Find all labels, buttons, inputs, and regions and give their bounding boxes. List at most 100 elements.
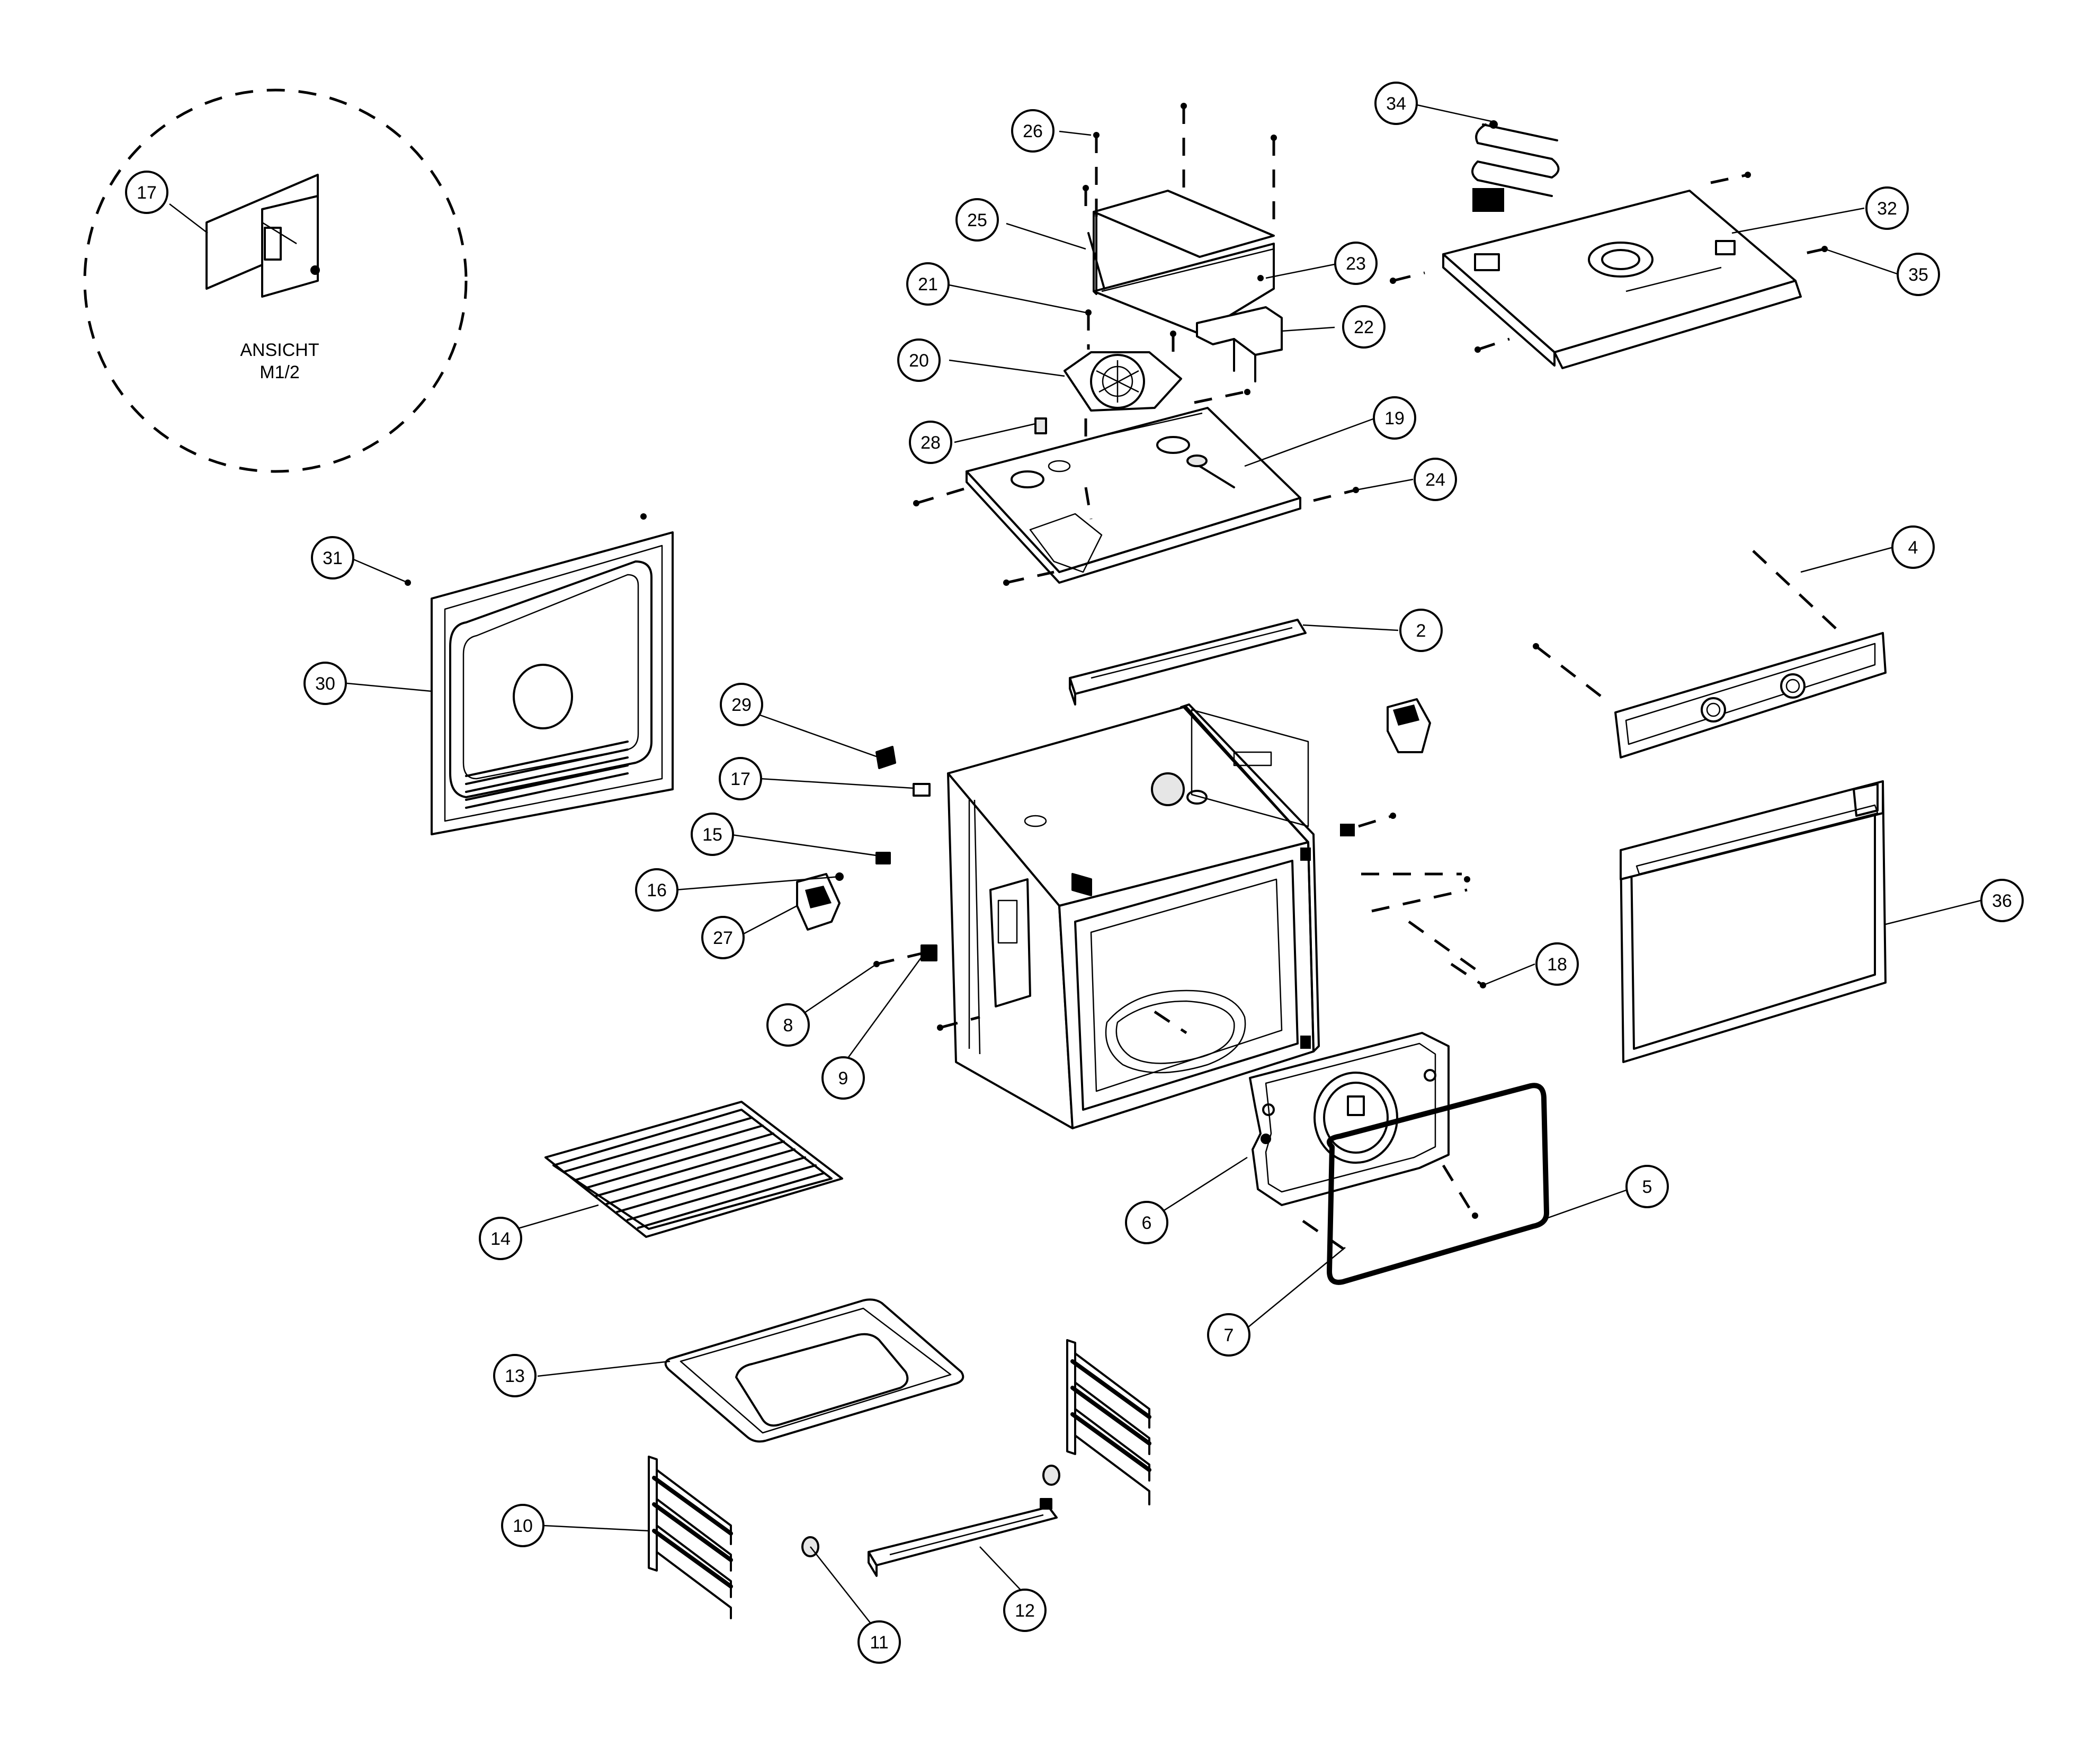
callout-number: 20 [909,351,929,371]
detail-callout-17: 17 [125,171,168,214]
callout-number: 24 [1425,470,1445,490]
callout-number: 5 [1642,1177,1652,1197]
callout-layer: 3426322535232122201928243142302917151636… [303,82,2024,1664]
callout-bubble [897,338,941,382]
leader-line [169,203,208,234]
callout-bubble [1125,1201,1168,1244]
callout-bubble [1003,1589,1047,1632]
callout-14: 14 [479,1217,522,1260]
side-small-parts [796,746,980,1031]
right-side-rack [1066,1339,1151,1505]
control-panel [1533,550,1887,759]
callout-number: 15 [702,825,722,845]
callout-29: 29 [720,683,763,726]
callout-bubble [1897,253,1940,296]
callout-31: 31 [311,536,354,579]
callout-bubble [501,1504,544,1547]
callout-number: 25 [967,210,987,230]
callout-15: 15 [691,813,734,856]
callout-number: 30 [315,674,335,694]
oven-cavity [947,703,1320,1129]
callout-bubble [1373,396,1416,440]
callout-number: 17 [137,183,157,203]
detail-view-circle [83,88,468,473]
view-label-line1: ANSICHT [240,340,319,360]
detail-view: ANSICHT M1/2 [83,88,468,473]
callout-bubble [1535,942,1579,986]
callout-bubble [1334,242,1378,285]
callout-2: 2 [1399,609,1443,652]
callout-number: 7 [1224,1325,1234,1345]
callout-34: 34 [1374,82,1418,125]
baking-tray [664,1298,964,1443]
callout-number: 13 [505,1366,525,1386]
top-heater-plate [1442,190,1802,369]
callout-32: 32 [1865,186,1909,230]
callout-bubble [1891,525,1935,569]
callout-number: 16 [647,880,667,900]
right-side-screws [1340,813,1486,988]
callout-bubble [821,1056,865,1100]
callout-bubble [303,662,347,705]
shield-bracket [1196,306,1283,382]
callout-19: 19 [1373,396,1416,440]
callout-number: 17 [730,769,750,789]
callout-30: 30 [303,662,347,705]
callout-7: 7 [1207,1313,1250,1357]
callout-bubble [311,536,354,579]
fan-assembly-screws [913,103,1359,586]
callout-bubble [1011,109,1055,153]
callout-4: 4 [1891,525,1935,569]
view-label-line2: M1/2 [260,362,300,382]
callout-number: 10 [513,1516,533,1536]
callout-number: 31 [323,548,343,568]
heater-screws [1390,120,1828,353]
callout-bubble [720,683,763,726]
top-rail [1069,619,1307,706]
callout-21: 21 [906,262,950,306]
door-gasket [1302,1083,1549,1285]
callout-bubble [1980,879,2024,922]
callout-bubble [909,421,952,464]
callout-12: 12 [1003,1589,1047,1632]
callout-number: 9 [838,1068,848,1089]
callout-bubble [691,813,734,856]
callout-number: 8 [783,1015,793,1036]
callout-bubble [479,1217,522,1260]
callout-27: 27 [701,916,745,959]
leader-lines [346,104,1981,1635]
back-wall-panel [405,513,674,835]
lamp-cover [1387,698,1431,753]
callout-number: 22 [1354,317,1374,337]
callout-number: 19 [1384,408,1405,429]
callout-bubble [493,1354,537,1397]
left-side-rack [648,1456,733,1619]
rear-fan-cover [1249,1032,1450,1206]
callout-18: 18 [1535,942,1579,986]
callout-5: 5 [1625,1165,1669,1208]
callout-bubble [1414,458,1457,501]
callout-bubble [1399,609,1443,652]
callout-number: 26 [1023,121,1043,141]
callout-6: 6 [1125,1201,1168,1244]
callout-24: 24 [1414,458,1457,501]
callout-26: 26 [1011,109,1055,153]
callout-11: 11 [857,1620,901,1664]
callout-bubble [719,757,762,800]
callout-number: 21 [918,274,938,295]
callout-number: 34 [1386,94,1406,114]
callout-number: 23 [1346,254,1366,274]
oven-door [1620,780,1887,1063]
detail-bracket-part [205,174,320,298]
callout-number: 27 [713,928,733,948]
callout-bubble [701,916,745,959]
callout-number: 2 [1416,621,1426,641]
callout-bubble [1865,186,1909,230]
callout-number: 32 [1877,199,1897,219]
callout-10: 10 [501,1504,544,1547]
callout-9: 9 [821,1056,865,1100]
callout-35: 35 [1897,253,1940,296]
callout-bubble [857,1620,901,1664]
heating-element [1471,123,1560,212]
